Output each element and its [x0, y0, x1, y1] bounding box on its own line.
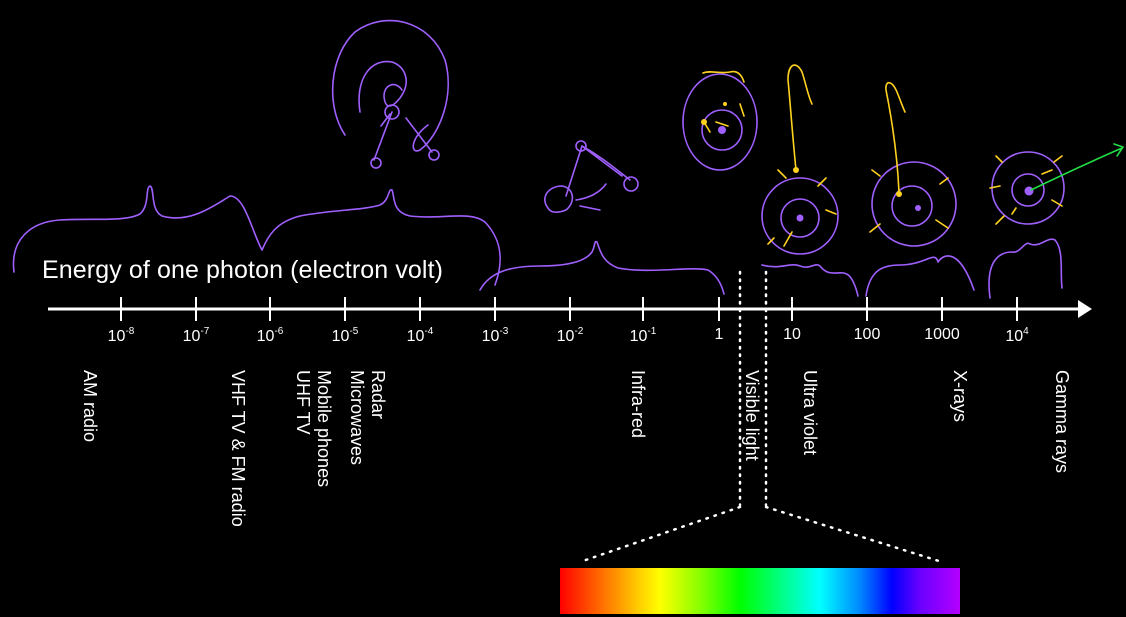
- gamma-ray-arrow: [1030, 143, 1125, 191]
- atom-inner-shell: [780, 198, 820, 238]
- electrons: [701, 102, 902, 197]
- tick-label-base: 10: [331, 328, 350, 345]
- tick-label: 104: [982, 326, 1052, 346]
- nucleus-dot: [718, 126, 726, 134]
- tick-label: 100: [832, 326, 902, 344]
- tick-label-exponent: -3: [499, 326, 509, 337]
- electron-dot: [723, 102, 727, 106]
- electron-ejection-track: [787, 64, 813, 171]
- radio-wave-bracket: [12, 185, 501, 286]
- band-line: Gamma rays: [1052, 370, 1072, 474]
- visible-spectrum-bar: [560, 568, 960, 614]
- band-line: Visible light: [742, 370, 762, 461]
- electron-dot: [793, 167, 799, 173]
- band-label-uhf-mobile: Mobile phones UHF TV: [292, 370, 334, 487]
- nuclei: [718, 126, 1034, 222]
- band-label-vhf-fm: VHF TV & FM radio: [218, 370, 248, 527]
- band-line: X-rays: [950, 370, 970, 423]
- tick-label-exponent: -4: [424, 326, 434, 337]
- band-line: AM radio: [80, 370, 100, 443]
- tick-label-base: 10: [256, 328, 275, 345]
- tick-label: 10-8: [86, 326, 156, 346]
- tick-label: 10-4: [385, 326, 455, 346]
- tick-marks: [120, 297, 1018, 321]
- atom-outer-shell: [871, 161, 957, 247]
- tick-label-exponent: 4: [1023, 326, 1029, 337]
- handwritten-annotations: [12, 19, 1065, 299]
- molecule-atom: [623, 176, 639, 192]
- atom-inner-shell: [701, 109, 743, 151]
- tick-label: 10-7: [161, 326, 231, 346]
- tick-label-exponent: -2: [574, 326, 584, 337]
- tick-label-exponent: -8: [125, 326, 135, 337]
- axis-title: Energy of one photon (electron volt): [42, 256, 444, 284]
- electron-track: [702, 70, 745, 83]
- molecule-atom: [384, 104, 400, 120]
- molecule-radar: [373, 111, 433, 161]
- band-label-am-radio: AM radio: [70, 370, 100, 442]
- band-line: Radar: [368, 370, 388, 420]
- tick-label-base: 1000: [924, 326, 960, 343]
- band-label-radar-microwaves: Radar Microwaves: [346, 370, 388, 465]
- tick-label-base: 10: [556, 328, 575, 345]
- band-label-gamma: Gamma rays: [1042, 370, 1072, 473]
- tick-label-base: 100: [853, 326, 881, 343]
- atom-inner-shell: [1011, 173, 1045, 207]
- tick-label: 10-5: [310, 326, 380, 346]
- uv-wave-bracket: [761, 238, 1063, 299]
- electron-dot: [896, 191, 902, 197]
- band-label-visible: Visible light: [732, 370, 762, 461]
- nucleus-dot: [1024, 186, 1034, 196]
- tick-label-base: 10: [629, 328, 648, 345]
- axis-arrowhead: [1078, 300, 1092, 318]
- tick-label-exponent: -6: [274, 326, 284, 337]
- molecule-atom: [370, 157, 382, 169]
- electron-tracks: [702, 64, 1063, 247]
- band-label-infrared: Infra-red: [618, 370, 648, 438]
- tick-label: 1: [684, 326, 754, 344]
- molecule-atom: [575, 140, 587, 152]
- tick-label: 10-1: [608, 326, 678, 346]
- tick-label: 1000: [907, 326, 977, 344]
- tick-label-exponent: -5: [349, 326, 359, 337]
- nucleus-dot: [796, 214, 804, 222]
- infrared-wave-bracket: [479, 240, 725, 295]
- band-label-ultraviolet: Ultra violet: [790, 370, 820, 455]
- spectrum-left-dotted-line: [578, 505, 742, 564]
- tick-label-exponent: -7: [200, 326, 210, 337]
- tick-label-base: 10: [107, 328, 126, 345]
- tick-label: 10: [757, 326, 827, 344]
- electron-dot: [701, 119, 707, 125]
- band-line: Ultra violet: [800, 370, 820, 456]
- tick-label-base: 10: [481, 328, 500, 345]
- atom-outer-shell: [761, 177, 839, 255]
- band-line: Infra-red: [628, 370, 648, 439]
- tick-label-base: 10: [783, 326, 801, 343]
- tick-label-base: 10: [182, 328, 201, 345]
- electron-ejection-track: [885, 81, 906, 193]
- microwave-loop: [331, 19, 449, 152]
- molecule-ir: [544, 145, 631, 213]
- band-label-xrays: X-rays: [940, 370, 970, 422]
- tick-label-base: 10: [1005, 328, 1024, 345]
- tick-label: 10-6: [235, 326, 305, 346]
- atom-inner-shell: [891, 185, 933, 227]
- tick-label-base: 1: [714, 326, 724, 343]
- band-line: VHF TV & FM radio: [228, 370, 248, 527]
- tick-label-exponent: -1: [647, 326, 657, 337]
- tick-label-base: 10: [406, 328, 425, 345]
- band-line: Microwaves: [347, 370, 367, 466]
- atom-outer-shell: [682, 73, 758, 171]
- nucleus-dot: [915, 205, 921, 211]
- band-line: Mobile phones: [314, 370, 334, 488]
- band-line: UHF TV: [293, 370, 313, 435]
- tick-label: 10-2: [535, 326, 605, 346]
- spectrum-right-dotted-line: [764, 505, 944, 564]
- tick-label: 10-3: [460, 326, 530, 346]
- molecule-atom: [428, 149, 440, 161]
